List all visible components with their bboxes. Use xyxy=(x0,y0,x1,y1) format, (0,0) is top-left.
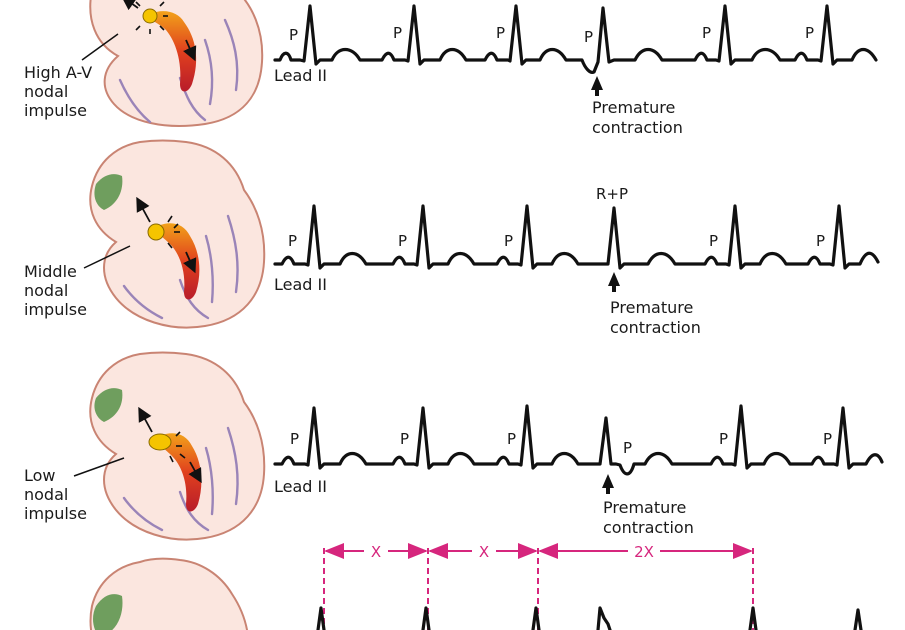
label-pointer xyxy=(73,457,125,477)
p-wave-label: P xyxy=(400,430,409,448)
row-high-nodal: High A-V nodal impulse P P P P P P Lead … xyxy=(24,0,878,137)
premature-arrow-icon xyxy=(602,474,614,494)
interval-dimension-lines: X X 2X xyxy=(323,543,754,630)
p-wave-label: P xyxy=(398,232,407,250)
sa-node xyxy=(94,174,123,210)
p-wave-label: P xyxy=(823,430,832,448)
premature-label-line-2: contraction xyxy=(610,318,701,337)
p-wave-label: P xyxy=(289,26,298,44)
arrow-down-icon xyxy=(183,39,197,62)
arrow-up-icon xyxy=(138,406,153,433)
ectopic-node xyxy=(147,223,165,241)
impulse-label-line-3: impulse xyxy=(24,504,87,523)
p-wave-label: P xyxy=(584,28,593,46)
impulse-burst-icon xyxy=(167,215,180,249)
lead-label: Lead II xyxy=(274,275,327,294)
row-low-nodal: Low nodal impulse P P P P P P Lead II Pr… xyxy=(24,351,884,541)
impulse-label-line-2: nodal xyxy=(24,281,68,300)
vessels xyxy=(118,78,152,124)
sa-node xyxy=(93,594,123,630)
p-wave-label: P xyxy=(719,430,728,448)
premature-label-line-2: contraction xyxy=(592,118,683,137)
premature-label-line-1: Premature xyxy=(610,298,693,317)
interval-label: 2X xyxy=(634,543,654,561)
arrow-up-icon xyxy=(121,0,139,11)
heart-illustration-high xyxy=(89,0,264,127)
lead-label: Lead II xyxy=(274,66,327,85)
premature-label-line-2: contraction xyxy=(603,518,694,537)
premature-arrow-icon xyxy=(591,76,603,96)
arrow-up-icon xyxy=(136,196,151,223)
impulse-label-line-1: High A-V xyxy=(24,63,92,82)
premature-label-line-1: Premature xyxy=(603,498,686,517)
p-wave-label: P xyxy=(709,232,718,250)
impulse-label-line-2: nodal xyxy=(24,82,68,101)
heart-outline xyxy=(89,0,264,127)
interval-label: X xyxy=(479,543,489,561)
heart-outline xyxy=(89,557,249,630)
p-wave-label: P xyxy=(507,430,516,448)
sa-node xyxy=(94,388,123,422)
ecg-trace xyxy=(273,4,878,74)
arrow-down-icon xyxy=(183,251,197,274)
p-wave-label: P xyxy=(290,430,299,448)
impulse-label-line-2: nodal xyxy=(24,485,68,504)
p-wave-label: P xyxy=(816,232,825,250)
p-wave-label: P xyxy=(805,24,814,42)
p-wave-label: P xyxy=(393,24,402,42)
interval-label: X xyxy=(371,543,381,561)
lead-label: Lead II xyxy=(274,477,327,496)
p-wave-label: P xyxy=(496,24,505,42)
label-pointer xyxy=(83,245,131,269)
label-pointer xyxy=(81,33,119,61)
impulse-label-line-3: impulse xyxy=(24,300,87,319)
heart-illustration-middle xyxy=(89,139,266,329)
row-interval: X X 2X xyxy=(89,543,863,630)
impulse-label-line-3: impulse xyxy=(24,101,87,120)
r-plus-p-label: R+P xyxy=(596,185,628,203)
p-wave-label: P xyxy=(504,232,513,250)
conduction-pathway xyxy=(150,11,197,92)
ecg-trace-partial xyxy=(316,606,863,630)
arrow-down-icon xyxy=(188,461,202,484)
ectopic-node xyxy=(148,433,172,451)
row-middle-nodal: Middle nodal impulse P P P P P R+P Lead … xyxy=(24,139,880,337)
impulse-burst-icon xyxy=(169,431,186,463)
heart-illustration-low xyxy=(89,351,266,541)
impulse-label-line-1: Middle xyxy=(24,262,77,281)
p-wave-label: P xyxy=(702,24,711,42)
p-wave-label: P xyxy=(623,439,632,457)
heart-illustration-partial xyxy=(89,557,249,630)
conduction-pathway xyxy=(159,433,202,512)
ecg-trace xyxy=(273,204,880,270)
conduction-pathway xyxy=(157,223,200,300)
premature-arrow-icon xyxy=(608,272,620,292)
premature-label-line-1: Premature xyxy=(592,98,675,117)
impulse-label-line-1: Low xyxy=(24,466,56,485)
p-wave-label: P xyxy=(288,232,297,250)
ectopic-node xyxy=(142,8,158,24)
ecg-trace xyxy=(273,404,884,476)
